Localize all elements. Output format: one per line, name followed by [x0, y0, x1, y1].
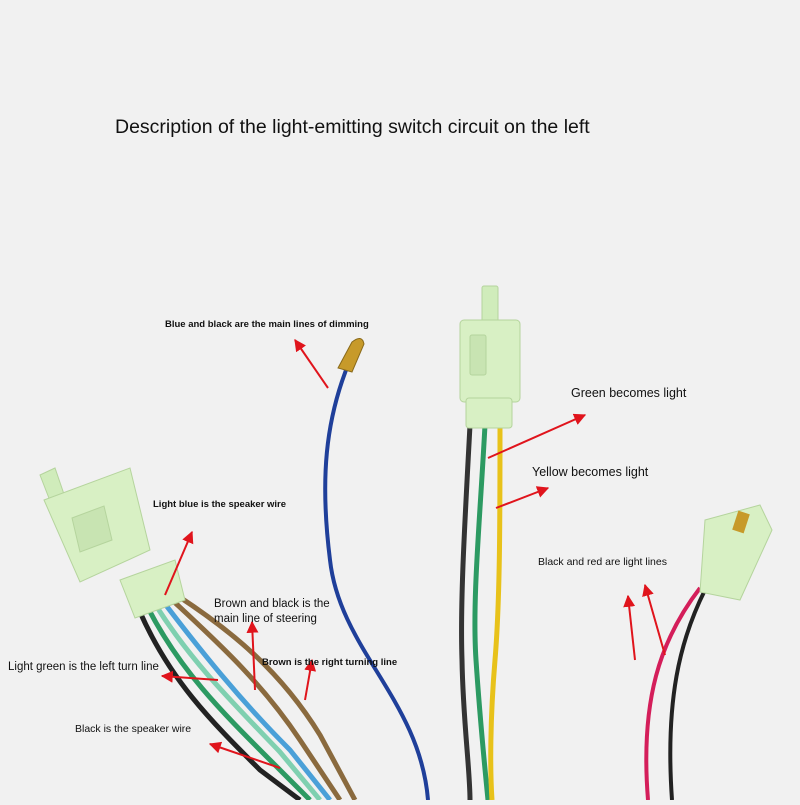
arrow-light-green	[160, 670, 219, 683]
arrow-green	[487, 413, 587, 459]
label-light-green: Light green is the left turn line	[8, 661, 159, 673]
two-pin-connector	[699, 504, 773, 601]
label-black-red: Black and red are light lines	[538, 556, 667, 568]
label-dimming: Blue and black are the main lines of dim…	[165, 319, 369, 330]
arrow-light-blue	[164, 530, 194, 596]
diagram-title: Description of the light-emitting switch…	[115, 116, 590, 138]
label-black-speaker: Black is the speaker wire	[75, 723, 192, 735]
label-brown-right: Brown is the right turning line	[262, 657, 398, 668]
pointer-arrows	[160, 339, 666, 769]
arrow-dimming	[294, 339, 329, 389]
arrow-brown-black	[246, 620, 259, 691]
arrow-black-red-1	[623, 594, 636, 661]
six-pin-connector-wires	[137, 593, 358, 802]
label-light-blue: Light blue is the speaker wire	[153, 499, 287, 510]
arrow-yellow	[495, 486, 550, 509]
three-pin-connector	[459, 285, 521, 429]
blue-dimming-wire	[323, 338, 430, 801]
three-pin-connector-wires	[459, 424, 503, 801]
label-brown-black-line2: main line of steering	[214, 613, 317, 625]
label-brown-black-line1: Brown and black is the	[214, 598, 330, 610]
six-pin-connector	[39, 467, 186, 619]
label-yellow-light: Yellow becomes light	[532, 465, 649, 479]
arrow-brown-right	[304, 658, 317, 701]
arrow-black-speaker	[208, 741, 281, 769]
arrow-black-red-2	[642, 583, 666, 656]
label-green-light: Green becomes light	[571, 386, 687, 400]
two-pin-connector-wires	[644, 586, 707, 801]
